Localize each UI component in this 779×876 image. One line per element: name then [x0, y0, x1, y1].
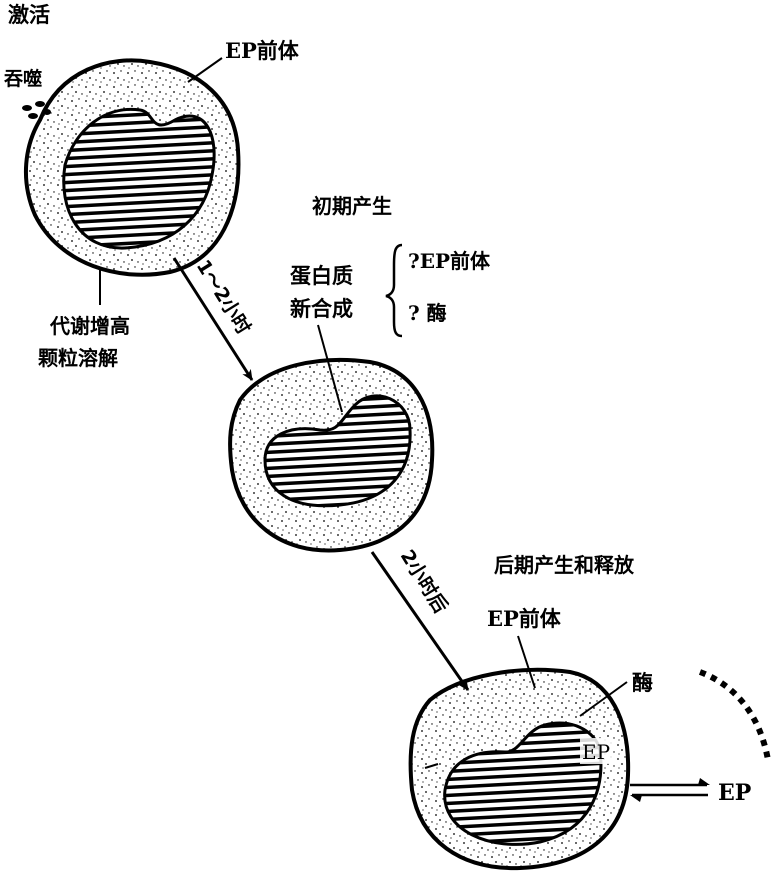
leader-line: [187, 57, 223, 83]
late-production-label: 后期产生和释放: [494, 553, 635, 577]
time-label-2: 2小时后: [396, 546, 452, 617]
release-dashed-arc: [698, 669, 771, 761]
time-label-1: 1～2小时: [192, 256, 255, 338]
cell-late: [408, 635, 771, 871]
leader-line: [424, 763, 439, 769]
leader-line: [517, 635, 536, 689]
granule-lysis-label: 颗粒溶解: [38, 346, 118, 370]
q-enzyme-label: ? 酶: [408, 301, 447, 325]
leader-line: [579, 681, 628, 717]
time-arrow-1: [172, 257, 254, 381]
ep-precursor-label: EP前体: [225, 38, 300, 63]
activation-label: 激活: [8, 3, 50, 27]
time-arrow-2: [370, 551, 470, 691]
nucleus: [263, 394, 412, 508]
cell-early: [228, 243, 435, 553]
phagocytosed-particles: [22, 101, 51, 119]
enzyme-label: 酶: [632, 671, 653, 695]
cell-activated: [22, 57, 241, 305]
brace: [385, 243, 403, 338]
ep-precursor-label-3: EP前体: [487, 606, 562, 631]
ep-inside-label: EP: [582, 740, 610, 764]
equilibrium-arrows: [630, 778, 710, 802]
protein-label: 蛋白质: [290, 264, 353, 288]
ep-released-label: EP: [718, 780, 751, 806]
leader-line: [317, 324, 343, 413]
phagocytosis-label: 吞噬: [4, 67, 42, 90]
new-synthesis-label: 新合成: [290, 297, 353, 321]
metabolism-label: 代谢增高: [49, 314, 130, 338]
q-ep-precursor-label: ?EP前体: [408, 249, 491, 273]
early-production-label: 初期产生: [312, 194, 392, 218]
nucleus: [62, 107, 216, 250]
